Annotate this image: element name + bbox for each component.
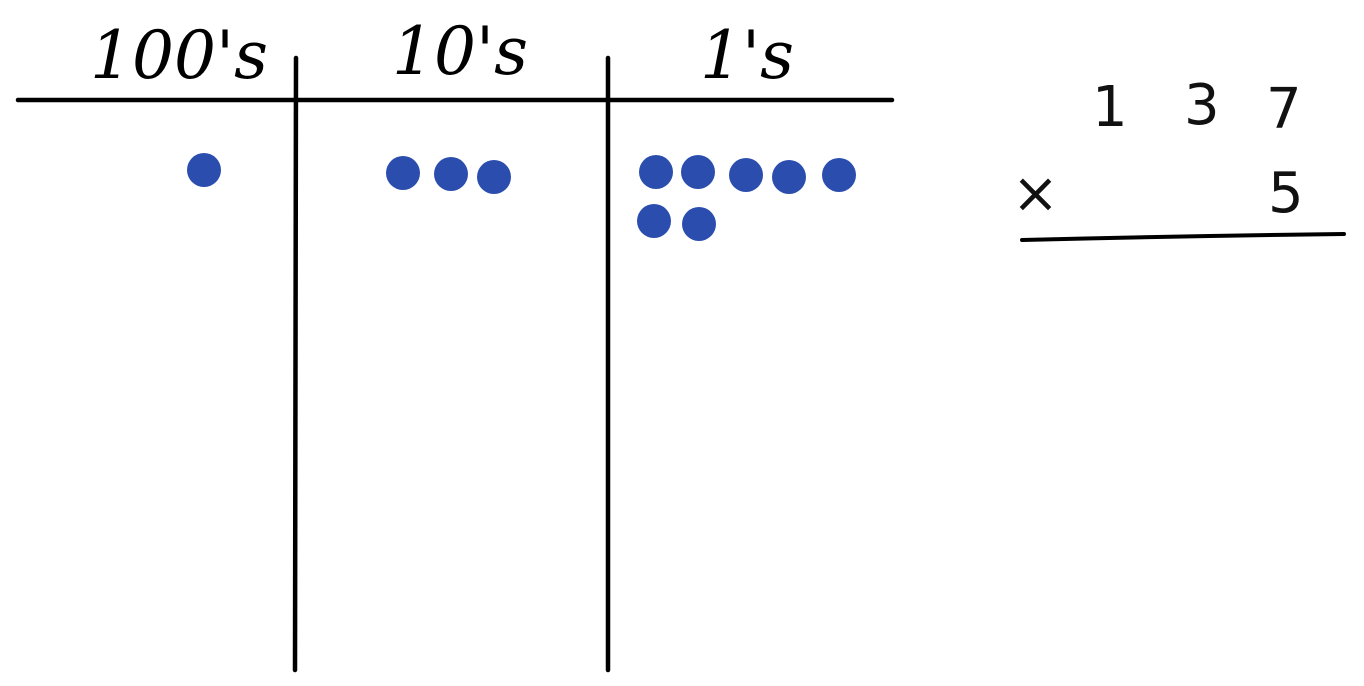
place-value-disk bbox=[434, 157, 468, 191]
place-value-disk bbox=[386, 156, 420, 190]
chart-divider-1 bbox=[292, 55, 299, 673]
times-sign: × bbox=[1012, 161, 1059, 226]
place-value-disk bbox=[772, 160, 806, 194]
place-value-disk bbox=[729, 158, 763, 192]
place-value-disk bbox=[637, 204, 671, 238]
multiplicand-digit-3: 7 bbox=[1266, 77, 1302, 142]
answer-line bbox=[1020, 232, 1346, 242]
place-value-disk bbox=[639, 155, 673, 189]
multiplicand-digit-2: 3 bbox=[1184, 73, 1220, 138]
place-value-disk bbox=[682, 207, 716, 241]
heading-hundreds: 100's bbox=[90, 17, 268, 94]
heading-tens: 10's bbox=[392, 13, 528, 90]
place-value-disk bbox=[822, 158, 856, 192]
multiplicand-digit-1: 1 bbox=[1092, 75, 1128, 140]
multiplication-problem: 1 3 7 × 5 bbox=[1012, 73, 1346, 242]
place-value-disk bbox=[681, 155, 715, 189]
chart-lines bbox=[15, 55, 895, 673]
place-value-disk bbox=[477, 160, 511, 194]
heading-ones: 1's bbox=[700, 17, 794, 94]
place-value-disk bbox=[187, 153, 221, 187]
disk-group bbox=[187, 153, 856, 241]
multiplier-digit: 5 bbox=[1268, 161, 1304, 226]
